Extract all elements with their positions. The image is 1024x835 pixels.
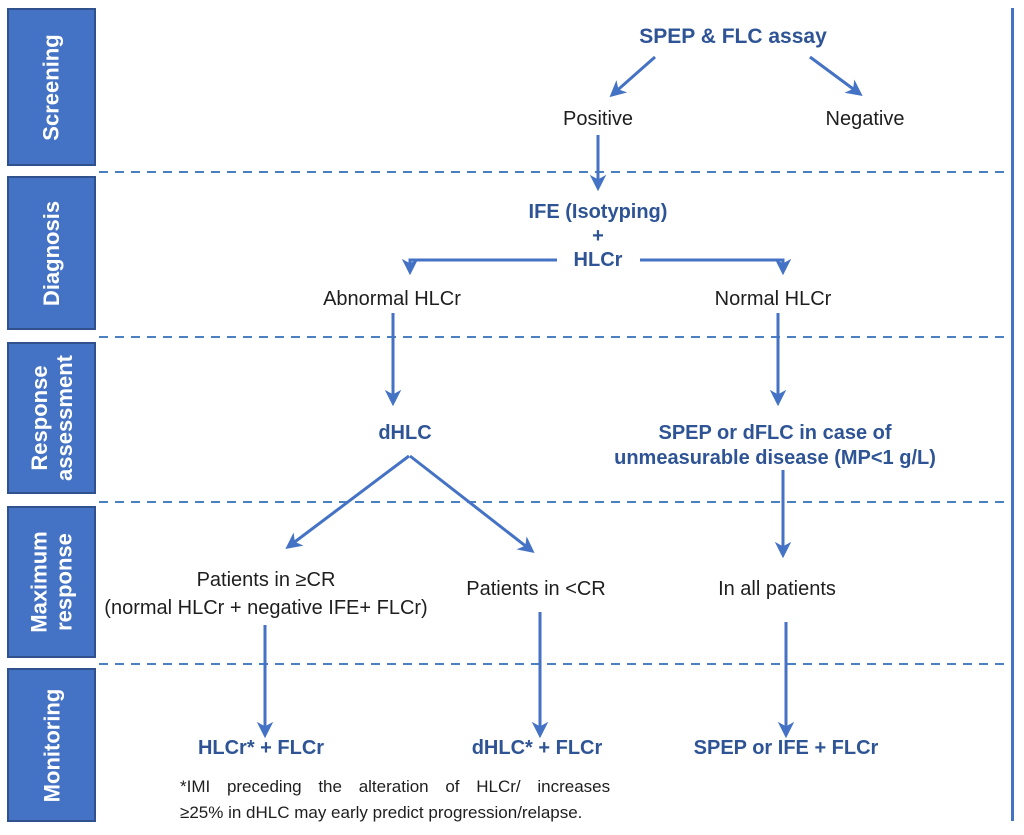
ife-hlcr-test-block: IFE (Isotyping) + HLCr (529, 200, 668, 272)
spep-dflc-label: SPEP or dFLC in case of unmeasurable dis… (614, 421, 936, 471)
sidebar-section-response-assessment: Response assessment (7, 342, 96, 494)
abnormal-hlcr-label: Abnormal HLCr (323, 288, 461, 310)
sidebar-section-screening: Screening (7, 8, 96, 166)
normal-hlcr-label: Normal HLCr (714, 288, 832, 310)
arrow-dhlc-to-lt-cr (409, 454, 535, 554)
patients-gte-cr-line1: Patients in ≥CR (196, 569, 336, 591)
spep-dflc-line2: unmeasurable disease (MP<1 g/L) (614, 447, 936, 469)
monitoring-dhlc-flcr-label: dHLC* + FLCr (471, 737, 603, 759)
arrow-dhlc-to-gte-cr (285, 454, 410, 549)
sidebar-section-maximum-response: Maximum response (7, 506, 96, 658)
negative-label: Negative (825, 108, 905, 130)
patients-gte-cr-line2: (normal HLCr + negative IFE+ FLCr) (104, 597, 428, 619)
sidebar-section-monitoring: Monitoring (7, 668, 96, 822)
positive-label: Positive (562, 108, 634, 130)
footnote: *IMI preceding the alteration of HLCr/ i… (180, 774, 630, 826)
patients-gte-cr-label: Patients in ≥CR (normal HLCr + negative … (104, 566, 427, 622)
sidebar-label-monitoring: Monitoring (39, 688, 65, 802)
sidebar-label-screening: Screening (39, 33, 64, 141)
monitoring-spep-ife-flcr-label: SPEP or IFE + FLCr (693, 737, 879, 759)
spep-dflc-line1: SPEP or dFLC in case of (658, 422, 892, 444)
arrow-assay-to-negative (809, 55, 863, 96)
sidebar-label-maximum-response: Maximum response (26, 531, 77, 633)
sidebar-label-response-assessment: Response assessment (26, 355, 77, 481)
spep-flc-assay-title: SPEP & FLC assay (639, 25, 827, 48)
hlcr-label: HLCr (573, 249, 623, 271)
sidebar-label-diagnosis: Diagnosis (39, 200, 65, 306)
dhlc-label: dHLC (378, 422, 432, 444)
sidebar-section-diagnosis: Diagnosis (7, 176, 96, 330)
footnote-line2: ≥25% in dHLC may early predict progressi… (180, 803, 583, 822)
ife-isotyping-label: IFE (Isotyping) (528, 201, 668, 223)
monitoring-hlcr-flcr-label: HLCr* + FLCr (197, 737, 325, 759)
plus-label: + (592, 225, 604, 247)
in-all-patients-label: In all patients (718, 578, 836, 600)
patients-lt-cr-label: Patients in <CR (466, 578, 606, 600)
footnote-line1: *IMI preceding the alteration of HLCr/ i… (180, 777, 611, 796)
arrow-assay-to-positive (609, 55, 656, 98)
